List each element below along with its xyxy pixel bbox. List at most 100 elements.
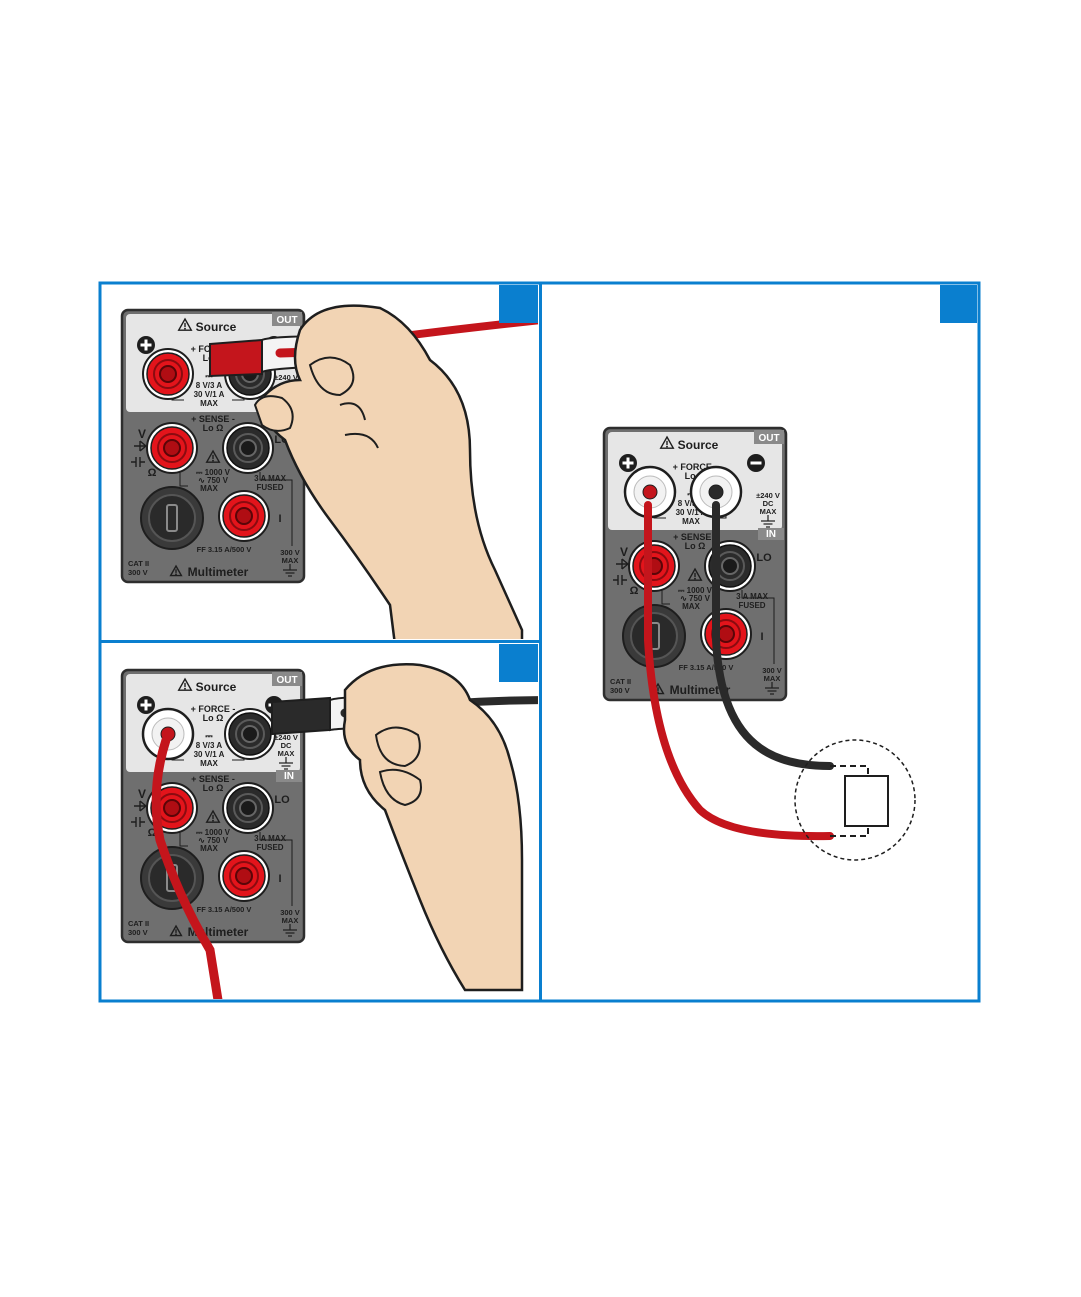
v-label: V	[620, 545, 628, 559]
source-iso-3: MAX	[760, 507, 777, 516]
current-rating-1: 3 A MAX	[254, 834, 287, 843]
meter-rating-1: ⎓ 1000 V	[196, 468, 231, 477]
source-rating-1: 8 V/3 A	[196, 741, 223, 750]
current-rating-2: FUSED	[256, 483, 283, 492]
warning-icon-meter	[205, 449, 221, 463]
isolation-label-1: 300 V	[762, 666, 782, 675]
source-rating-1: 8 V/3 A	[678, 499, 705, 508]
source-rating-2: 30 V/1 A	[194, 750, 225, 759]
out-label: OUT	[276, 675, 297, 686]
hand-with-black-probe	[271, 663, 538, 992]
fuse-rating: FF 3.15 A/500 V	[197, 545, 252, 554]
source-force-plus-jack	[141, 707, 195, 761]
capacitor-icon	[613, 575, 627, 585]
source-rating-3: MAX	[200, 759, 218, 768]
meter-lo-input-jack	[222, 782, 274, 834]
cat-label-1: CAT II	[128, 559, 149, 568]
fuse-holder	[622, 604, 686, 668]
red-lead-to-dut	[644, 501, 834, 841]
ohm-label: Ω	[630, 585, 639, 597]
diode-icon	[616, 558, 630, 570]
warning-icon-source	[659, 435, 675, 449]
meter-current-input-jack	[700, 608, 752, 660]
warning-icon-multimeter	[169, 924, 183, 937]
ground-icon	[283, 924, 297, 937]
warning-icon-multimeter	[169, 564, 183, 577]
meter-current-input-jack	[218, 850, 270, 902]
minus-icon	[747, 454, 765, 472]
ground-icon	[761, 515, 775, 528]
meter-current-input-jack	[218, 490, 270, 542]
v-label: V	[138, 427, 146, 441]
source-iso-1: ±240 V	[274, 373, 298, 382]
sense-label: + SENSE -	[191, 414, 235, 424]
lo-label: LO	[274, 794, 290, 806]
cat-label-1: CAT II	[128, 919, 149, 928]
ohm-label: Ω	[148, 827, 157, 839]
ground-icon	[283, 564, 297, 577]
plus-icon	[137, 336, 155, 354]
source-rating-3: MAX	[200, 399, 218, 408]
meter-v-input-jack	[146, 422, 198, 474]
source-rating-1: 8 V/3 A	[196, 381, 223, 390]
lo-label: LO	[756, 552, 772, 564]
force-lo-label: Lo Ω	[203, 713, 224, 723]
i-label: I	[278, 513, 281, 525]
in-label: IN	[766, 529, 776, 540]
source-force-minus-jack	[224, 708, 276, 760]
sense-label: + SENSE -	[191, 774, 235, 784]
meter-rating-3: MAX	[200, 484, 218, 493]
source-force-plus-jack	[142, 348, 194, 400]
source-iso-3: MAX	[278, 749, 295, 758]
multimeter-title: Multimeter	[670, 683, 731, 697]
plus-icon	[137, 696, 155, 714]
current-rating-2: FUSED	[256, 843, 283, 852]
sense-label: + SENSE -	[673, 532, 717, 542]
warning-icon-source	[177, 317, 193, 331]
cat-label-2: 300 V	[610, 686, 630, 695]
sense-lo-label: Lo Ω	[203, 783, 224, 793]
cat-label-2: 300 V	[128, 568, 148, 577]
red-test-lead	[151, 735, 223, 999]
warning-icon-source	[177, 677, 193, 691]
source-iso-2: DC	[281, 741, 292, 750]
device-under-test	[794, 739, 916, 861]
ground-icon	[279, 757, 293, 770]
i-label: I	[760, 631, 763, 643]
meter-rating-2: ∿ 750 V	[198, 836, 228, 845]
hand-with-red-probe	[209, 304, 538, 639]
isolation-label-2: MAX	[282, 916, 299, 925]
force-label: + FORCE -	[673, 462, 718, 472]
cat-label-1: CAT II	[610, 677, 631, 686]
meter-rating-2: ∿ 750 V	[198, 476, 228, 485]
meter-rating-3: MAX	[682, 602, 700, 611]
source-rating-2: 30 V/1 A	[676, 508, 707, 517]
ohm-label: Ω	[148, 467, 157, 479]
force-lo-label: Lo Ω	[685, 471, 706, 481]
multimeter-title: Multimeter	[188, 565, 249, 579]
i-label: I	[278, 873, 281, 885]
source-rating-2: 30 V/1 A	[194, 390, 225, 399]
meter-v-input-jack	[628, 540, 680, 592]
sense-lo-label: Lo Ω	[685, 541, 706, 551]
out-label: OUT	[758, 433, 779, 444]
fuse-rating: FF 3.15 A/500 V	[679, 663, 734, 672]
v-label: V	[138, 787, 146, 801]
source-force-minus-jack	[689, 465, 743, 519]
cat-label-2: 300 V	[128, 928, 148, 937]
step-badge-3	[940, 285, 977, 323]
step-badge-1	[499, 285, 538, 323]
diode-icon	[134, 800, 148, 812]
isolation-label-2: MAX	[282, 556, 299, 565]
dc-symbol: ⎓	[205, 731, 213, 741]
black-lead-to-dut	[712, 501, 834, 770]
out-label: OUT	[276, 315, 297, 326]
meter-rating-1: ⎓ 1000 V	[196, 828, 231, 837]
capacitor-icon	[131, 817, 145, 827]
source-iso-1: ±240 V	[756, 491, 780, 500]
meter-rating-1: ⎓ 1000 V	[678, 586, 713, 595]
source-title: Source	[196, 680, 237, 694]
